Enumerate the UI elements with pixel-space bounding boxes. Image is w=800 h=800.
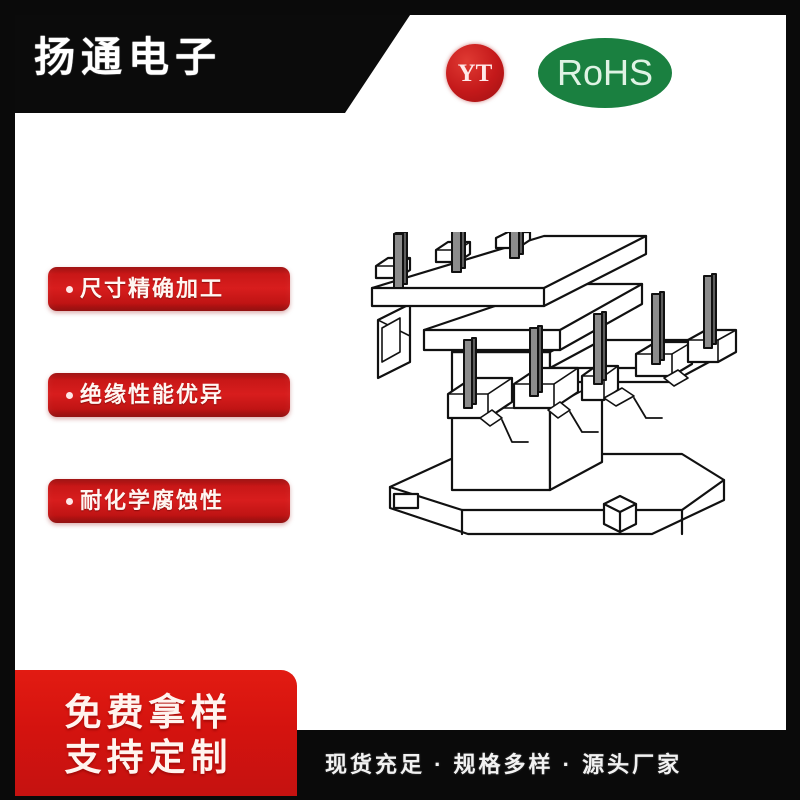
- feature-list: 尺寸精确加工 绝缘性能优异 耐化学腐蚀性: [48, 267, 290, 585]
- frame-border-left: [0, 0, 15, 800]
- feature-pill-1: 尺寸精确加工: [48, 267, 290, 311]
- frame-border-right: [786, 0, 800, 800]
- frame-border-top: [0, 0, 800, 15]
- bullet-dot-icon: [66, 497, 73, 505]
- bullet-dot-icon: [66, 285, 73, 293]
- promo-line-2: 支持定制: [64, 737, 233, 778]
- rohs-certification-badge: RoHS: [538, 38, 672, 108]
- product-line-drawing: [352, 232, 742, 602]
- promo-red-box: 免费拿样 支持定制: [0, 670, 297, 800]
- bullet-dot-icon: [66, 391, 73, 399]
- brand-title: 扬通电子: [34, 34, 222, 80]
- feature-pill-2: 绝缘性能优异: [48, 373, 290, 417]
- footer-tagline: 现货充足 · 规格多样 · 源头厂家: [325, 752, 683, 777]
- yt-logo-badge: YT: [446, 44, 504, 102]
- header-band: [0, 0, 420, 113]
- yt-logo-label: YT: [457, 59, 493, 87]
- feature-pill-3: 耐化学腐蚀性: [48, 479, 290, 523]
- rohs-badge-label: RoHS: [556, 52, 654, 93]
- footer-tagline-strip: 现货充足 · 规格多样 · 源头厂家: [297, 730, 800, 800]
- promo-line-1: 免费拿样: [64, 692, 233, 733]
- feature-label-3: 耐化学腐蚀性: [80, 488, 225, 513]
- feature-label-2: 绝缘性能优异: [80, 382, 225, 407]
- frame-border-bottom: [0, 796, 800, 800]
- feature-label-1: 尺寸精确加工: [80, 276, 225, 301]
